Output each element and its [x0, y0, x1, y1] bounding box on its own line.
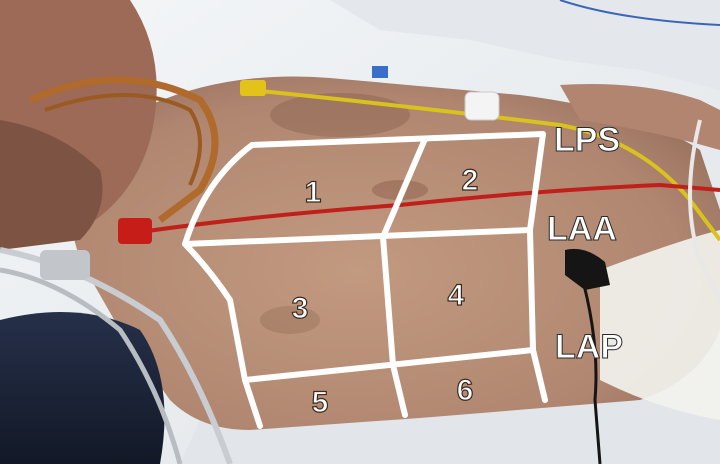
region-label-5: 5 — [312, 386, 329, 419]
side-labels: LPS LAA LAP — [547, 121, 624, 367]
grid-lower-line — [242, 347, 536, 383]
blood-pressure-cuff — [0, 312, 165, 464]
grey-cable-2 — [0, 267, 183, 464]
grid-upper-band — [182, 131, 546, 247]
region-label-3: 3 — [292, 292, 309, 325]
grid-divider-1-2 — [380, 136, 428, 240]
region-label-6: 6 — [457, 374, 474, 407]
black-electrode — [565, 248, 610, 290]
yellow-lead — [249, 88, 720, 242]
adhesive-tape — [600, 230, 720, 420]
label-lps: LPS — [554, 121, 620, 159]
blue-clip — [372, 66, 388, 78]
grid-left-edge — [182, 241, 263, 429]
abdomen-hair — [260, 306, 320, 334]
blue-wire — [559, 0, 720, 26]
amber-tube — [28, 76, 219, 223]
sheet-fold-top — [330, 0, 720, 90]
face-shadow — [0, 120, 103, 250]
label-lap: LAP — [555, 328, 623, 366]
amber-tube-inner — [44, 93, 202, 186]
yellow-electrode — [240, 80, 266, 96]
white-electrode — [464, 91, 500, 121]
red-lead — [139, 182, 720, 234]
torso-skin — [60, 76, 720, 430]
region-label-2: 2 — [462, 164, 479, 197]
label-laa: LAA — [547, 210, 617, 248]
region-labels: 1 2 3 4 5 6 — [291, 163, 479, 419]
white-lead — [688, 119, 720, 301]
region-grid — [182, 131, 548, 429]
region-label-1: 1 — [305, 176, 322, 209]
right-arm — [560, 84, 720, 150]
red-connector — [118, 218, 152, 244]
region-label-4: 4 — [448, 279, 465, 312]
cable-clip — [40, 250, 90, 280]
